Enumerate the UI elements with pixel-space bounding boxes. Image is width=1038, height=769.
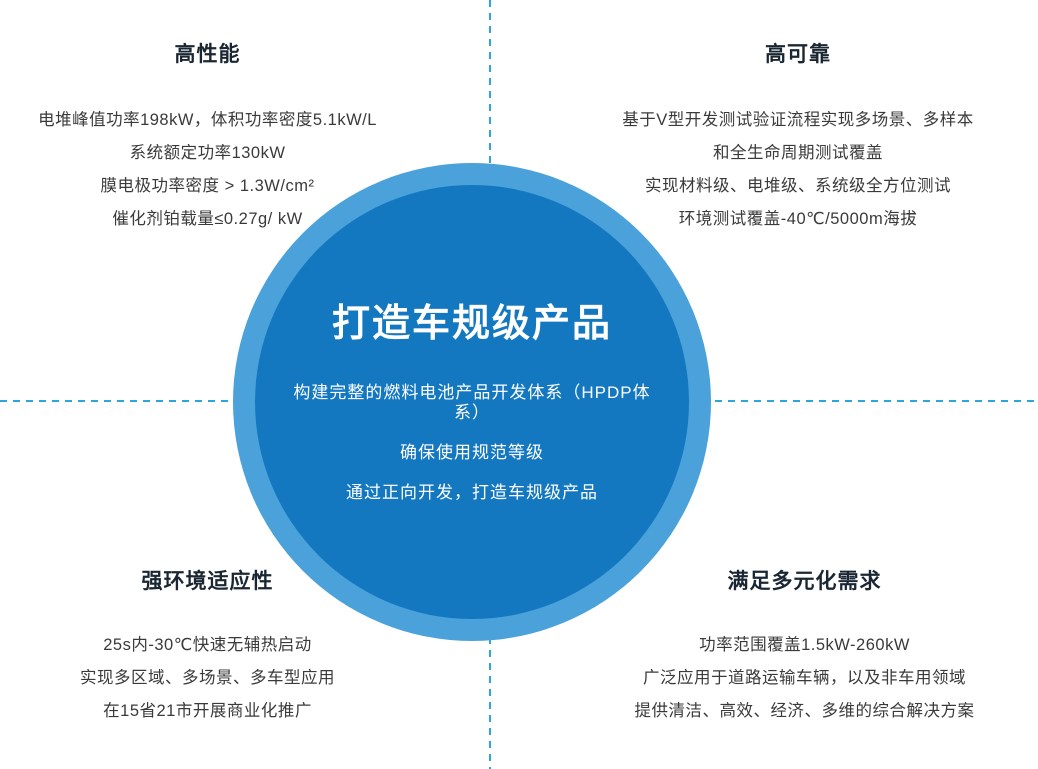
quadrant-heading-high-reliability: 高可靠 [765,43,831,66]
center-line: 构建完整的燃料电池产品开发体系（HPDP体系） [293,382,651,422]
center-title: 打造车规级产品 [331,302,612,345]
quadrant-high-reliability: 高可靠 基于V型开发测试验证流程实现多场景、多样本 和全生命周期测试覆盖 实现材… [582,38,1014,236]
quadrant-line: 25s内-30℃快速无辅热启动 [103,636,312,654]
quadrant-line: 膜电极功率密度 > 1.3W/cm² [100,177,315,195]
quadrant-line: 环境测试覆盖-40℃/5000m海拔 [678,210,918,228]
quadrant-high-performance: 高性能 电堆峰值功率198kW，体积功率密度5.1kW/L 系统额定功率130k… [0,38,415,236]
quadrant-line: 在15省21市开展商业化推广 [103,702,312,720]
center-line: 确保使用规范等级 [400,442,544,462]
quadrant-line: 广泛应用于道路运输车辆，以及非车用领域 [643,669,966,687]
center-line: 通过正向开发，打造车规级产品 [346,482,598,502]
quadrant-line: 和全生命周期测试覆盖 [713,144,883,162]
center-circle: 打造车规级产品 构建完整的燃料电池产品开发体系（HPDP体系） 确保使用规范等级… [255,185,689,619]
quadrant-line: 实现材料级、电堆级、系统级全方位测试 [645,177,951,195]
quadrant-line: 提供清洁、高效、经济、多维的综合解决方案 [634,702,975,720]
quadrant-heading-diverse-demands: 满足多元化需求 [727,570,882,593]
quadrant-environment-adaptability: 强环境适应性 25s内-30℃快速无辅热启动 实现多区域、多场景、多车型应用 在… [0,565,415,728]
quadrant-line: 功率范围覆盖1.5kW-260kW [699,636,910,654]
quadrant-heading-environment-adaptability: 强环境适应性 [141,570,274,593]
quadrant-heading-high-performance: 高性能 [174,43,241,66]
quadrant-line: 实现多区域、多场景、多车型应用 [80,669,335,687]
quadrant-line: 电堆峰值功率198kW，体积功率密度5.1kW/L [38,111,377,129]
quadrant-diverse-demands: 满足多元化需求 功率范围覆盖1.5kW-260kW 广泛应用于道路运输车辆，以及… [582,565,1027,728]
center-circle-ring: 打造车规级产品 构建完整的燃料电池产品开发体系（HPDP体系） 确保使用规范等级… [233,163,711,641]
quadrant-line: 催化剂铂载量≤0.27g/ kW [112,210,303,228]
quadrant-line: 基于V型开发测试验证流程实现多场景、多样本 [622,111,974,129]
quadrant-line: 系统额定功率130kW [129,144,286,162]
